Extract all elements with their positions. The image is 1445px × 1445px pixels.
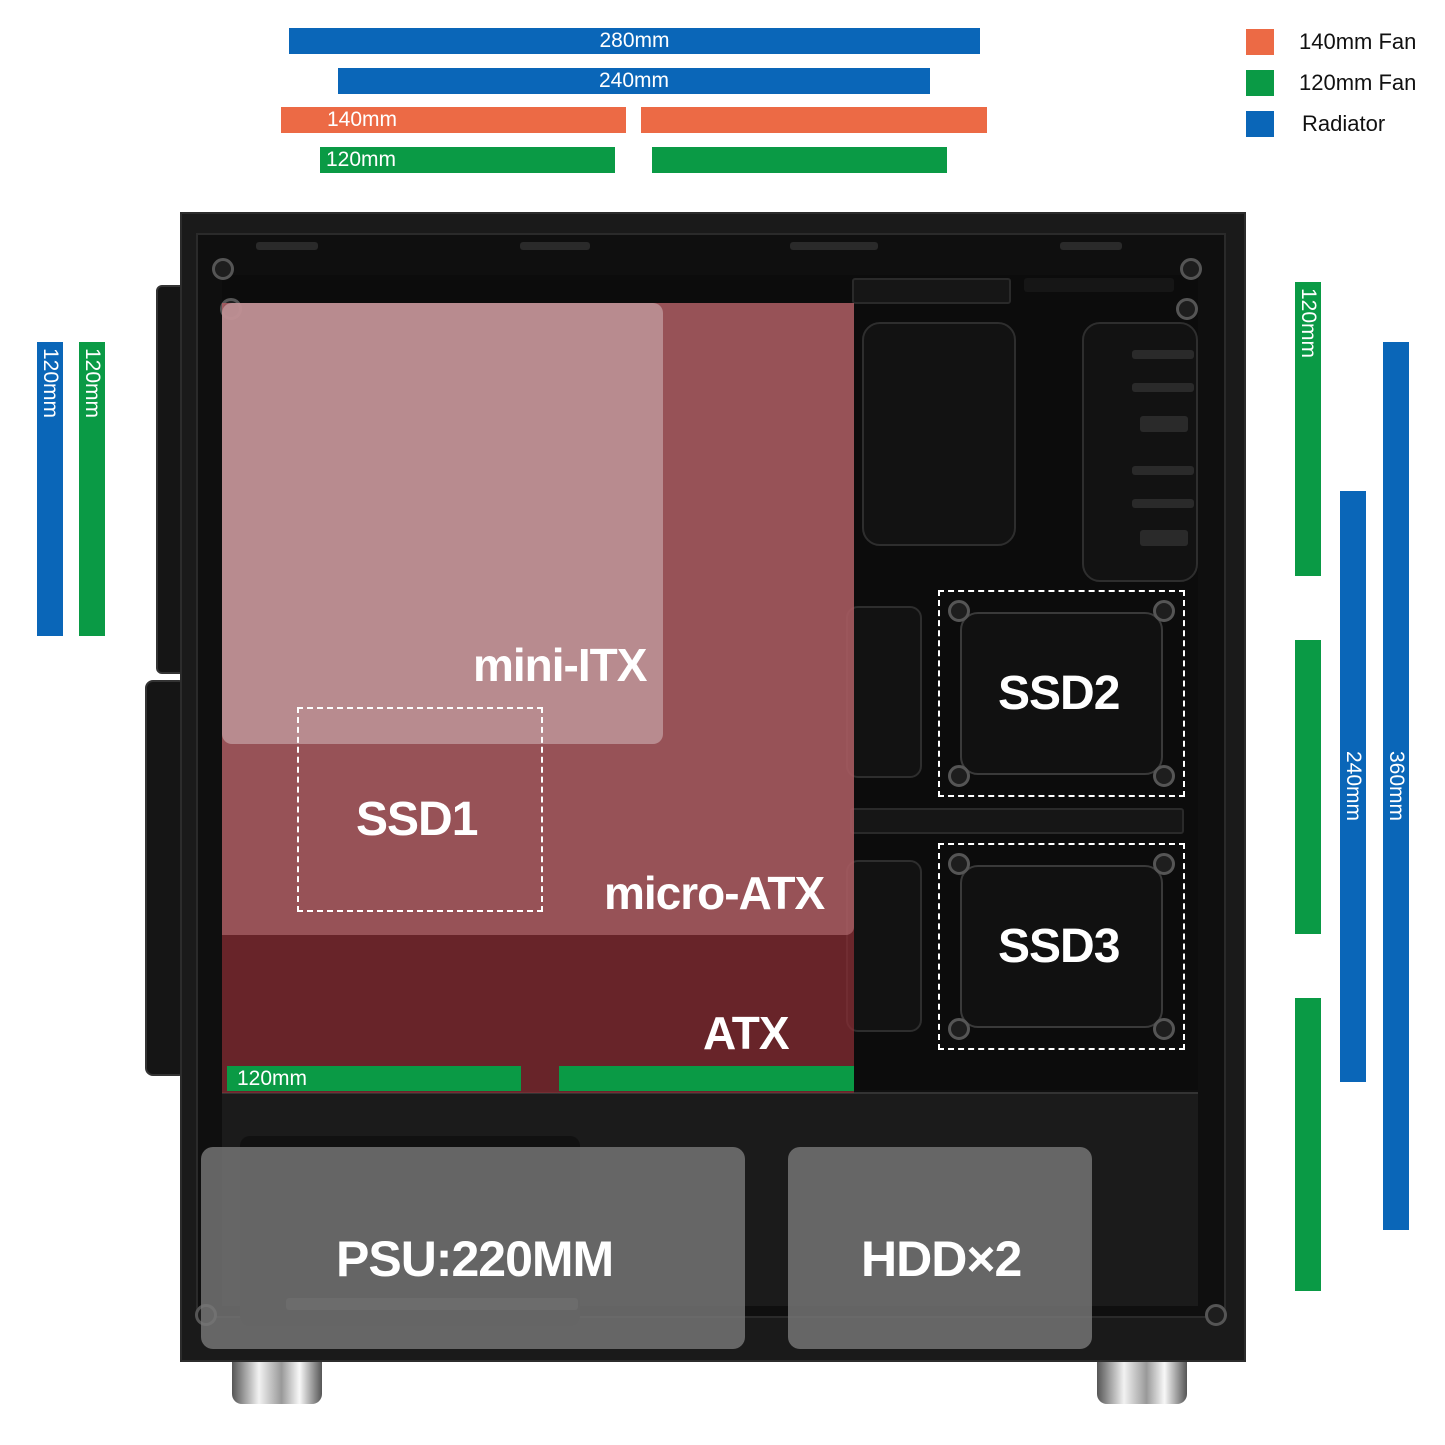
top-fan-140-bar-left: 140mm bbox=[281, 107, 626, 133]
legend-label-radiator: Radiator bbox=[1302, 111, 1386, 136]
psu-label: PSU:220MM bbox=[336, 1231, 614, 1287]
right-fan-120-bar-2 bbox=[1295, 640, 1321, 934]
top-fan-120-bar-left: 120mm bbox=[320, 147, 615, 173]
hdd-area bbox=[788, 1147, 1092, 1349]
ssd1-label: SSD1 bbox=[356, 793, 478, 846]
ssd2-mount bbox=[938, 590, 1185, 797]
mini-itx-board-area bbox=[222, 303, 663, 744]
left-fan-120-label: 120mm bbox=[81, 348, 104, 419]
screw-icon bbox=[948, 765, 970, 787]
ssd2-label: SSD2 bbox=[998, 667, 1120, 720]
legend-label-140mm-fan: 140mm Fan bbox=[1299, 29, 1417, 54]
top-radiator-280-bar: 280mm bbox=[289, 28, 980, 54]
screw-icon bbox=[1176, 298, 1198, 320]
legend-swatch-140mm-fan bbox=[1246, 29, 1274, 55]
bottom-fan-120-bar-left: 120mm bbox=[227, 1066, 521, 1091]
hdd-label: HDD×2 bbox=[861, 1231, 1022, 1287]
ssd3-mount bbox=[938, 843, 1185, 1050]
right-radiator-240-bar: 240mm bbox=[1340, 491, 1366, 1082]
micro-atx-label: micro-ATX bbox=[604, 867, 825, 919]
screw-icon bbox=[1153, 600, 1175, 622]
bottom-fan-120-label: 120mm bbox=[237, 1067, 308, 1090]
top-fan-120-label: 120mm bbox=[326, 148, 397, 171]
screw-icon bbox=[1205, 1304, 1227, 1326]
grommet-cutout bbox=[846, 860, 922, 1032]
top-slot bbox=[256, 242, 318, 250]
screw-icon bbox=[948, 600, 970, 622]
top-slot bbox=[1060, 242, 1122, 250]
vent-slot bbox=[1132, 466, 1194, 475]
screw-icon bbox=[1153, 1018, 1175, 1040]
top-cutout bbox=[852, 278, 1011, 304]
legend-swatch-120mm-fan bbox=[1246, 70, 1274, 96]
top-slot bbox=[790, 242, 878, 250]
legend-swatch-radiator bbox=[1246, 111, 1274, 137]
right-radiator-360-bar: 360mm bbox=[1383, 342, 1409, 1230]
atx-label: ATX bbox=[703, 1007, 790, 1059]
top-cutout bbox=[1024, 278, 1174, 292]
cable-channel bbox=[850, 808, 1184, 834]
ssd1-mount bbox=[297, 707, 543, 912]
left-radiator-120-label: 120mm bbox=[39, 348, 62, 419]
mini-itx-label: mini-ITX bbox=[473, 639, 647, 691]
top-radiator-280-label: 280mm bbox=[599, 29, 670, 52]
top-fan-120-bar-right bbox=[652, 147, 947, 173]
vent-slot bbox=[1140, 416, 1188, 432]
psu-area bbox=[201, 1147, 745, 1349]
screw-icon bbox=[1153, 853, 1175, 875]
screw-icon bbox=[948, 1018, 970, 1040]
right-fan-120-label: 120mm bbox=[1297, 288, 1320, 359]
right-radiator-240-label: 240mm bbox=[1342, 751, 1365, 822]
vent-slot bbox=[1132, 383, 1194, 392]
ssd3-plate bbox=[960, 865, 1163, 1028]
cable-cutout-panel bbox=[862, 322, 1016, 546]
case-foot-right bbox=[1097, 1362, 1187, 1404]
bottom-fan-120-bar-right bbox=[559, 1066, 854, 1091]
top-slot bbox=[520, 242, 590, 250]
left-radiator-120-bar: 120mm bbox=[37, 342, 63, 636]
screw-icon bbox=[948, 853, 970, 875]
grommet-cutout bbox=[846, 606, 922, 778]
top-radiator-240-bar: 240mm bbox=[338, 68, 930, 94]
screw-icon bbox=[1153, 765, 1175, 787]
right-radiator-360-label: 360mm bbox=[1385, 750, 1408, 822]
right-fan-120-bar-3 bbox=[1295, 998, 1321, 1291]
ssd2-plate bbox=[960, 612, 1163, 775]
screw-icon bbox=[1180, 258, 1202, 280]
right-fan-120-bar-1: 120mm bbox=[1295, 282, 1321, 576]
vent-slot bbox=[1132, 499, 1194, 508]
top-fan-140-label: 140mm bbox=[327, 108, 398, 131]
vent-slot bbox=[1140, 530, 1188, 546]
case-foot-left bbox=[232, 1362, 322, 1404]
left-fan-120-bar: 120mm bbox=[79, 342, 105, 636]
screw-icon bbox=[212, 258, 234, 280]
vent-slot bbox=[1132, 350, 1194, 359]
ssd3-label: SSD3 bbox=[998, 920, 1120, 973]
top-fan-140-bar-right bbox=[641, 107, 987, 133]
legend-label-120mm-fan: 120mm Fan bbox=[1299, 70, 1417, 95]
top-radiator-240-label: 240mm bbox=[598, 69, 670, 92]
